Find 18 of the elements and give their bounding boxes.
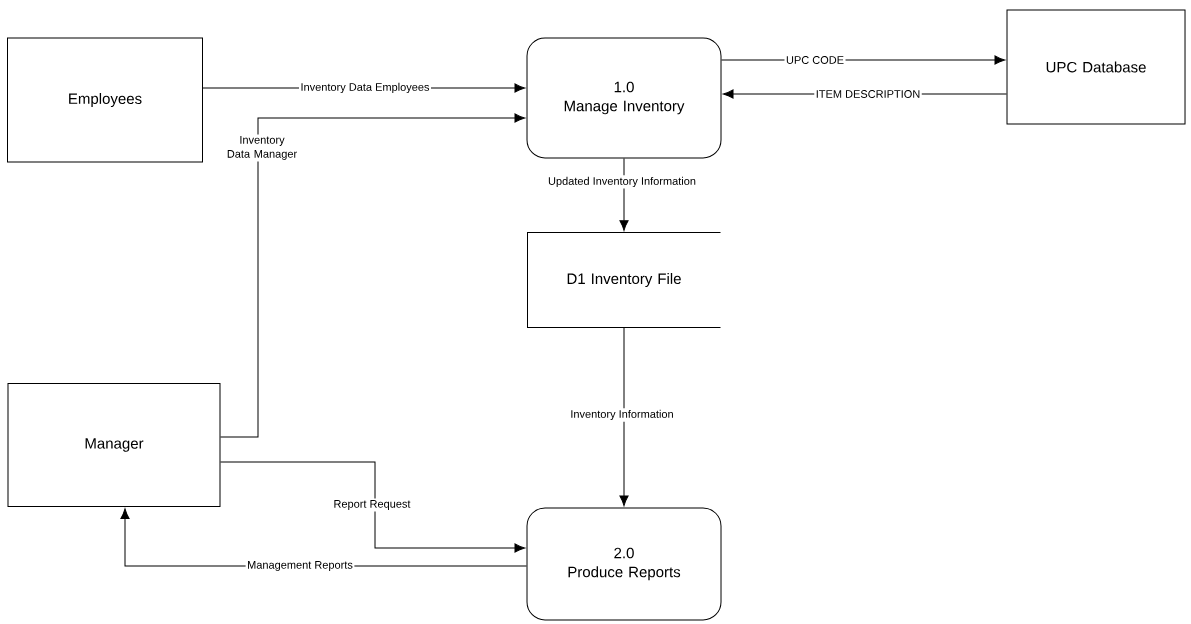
edge-label: Updated Inventory Information (546, 175, 698, 189)
edge-label: Inventory Data Employees (299, 81, 431, 95)
edge-label: ITEM DESCRIPTION (814, 88, 922, 100)
edge-label: Inventory Data Manager (220, 134, 304, 162)
arrow (220, 461, 526, 553)
process-box: 2.0 Produce Reports (526, 507, 722, 621)
external-entity-box: UPC Database (1006, 9, 1186, 125)
arrow (619, 327, 629, 507)
edge-label: Management Reports (245, 559, 355, 573)
process-box: 1.0 Manage Inventory (526, 37, 722, 159)
arrow (619, 158, 629, 231)
edge-label: UPC CODE (784, 54, 846, 66)
edge-label: Report Request (332, 498, 413, 512)
data-store: D1 Inventory File (527, 232, 721, 328)
arrow (220, 113, 526, 438)
external-entity-box: Employees (7, 37, 203, 163)
edge-label: Inventory Information (568, 408, 676, 422)
external-entity-box: Manager (7, 383, 221, 507)
